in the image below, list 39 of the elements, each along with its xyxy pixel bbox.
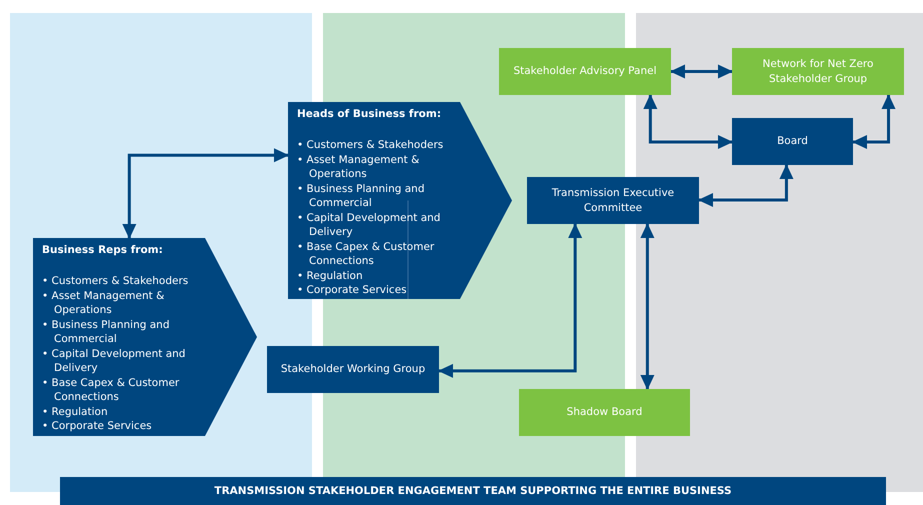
box-label: Stakeholder Advisory Panel — [513, 64, 657, 79]
box-label: Board — [777, 134, 808, 149]
org-box — [519, 389, 690, 436]
connector-arrow — [122, 148, 289, 239]
list-item: • Capital Development and Delivery — [296, 210, 442, 240]
org-box — [527, 177, 699, 224]
org-box — [732, 118, 853, 165]
banner — [60, 477, 886, 505]
org-box — [499, 48, 671, 95]
org-box — [267, 346, 439, 393]
box-label: Network for Net Zero Stakeholder Group — [762, 57, 874, 86]
connector-arrow — [852, 94, 896, 149]
list-item: • Asset Management & Operations — [41, 288, 166, 318]
org-box — [732, 48, 904, 95]
box-label: Transmission Executive Committee — [550, 186, 676, 215]
list-item: • Business Planning and Commercial — [41, 318, 170, 346]
connector-arrow — [670, 64, 733, 78]
box-label: Stakeholder Working Group — [280, 362, 426, 377]
list-item: • Capital Development and Delivery — [41, 346, 186, 376]
connector-arrow — [438, 223, 582, 378]
banner-text: TRANSMISSION STAKEHOLDER ENGAGEMENT TEAM SUPPORTING THE ENTIRE BUSINESS — [214, 484, 732, 498]
list-item: • Corporate Services — [41, 419, 153, 434]
connector-arrow — [698, 164, 794, 208]
list-item: • Base Capex & Customer Connections — [296, 240, 436, 268]
list-item: • Regulation — [296, 268, 364, 283]
list-item: • Business Planning and Commercial — [296, 182, 426, 210]
list-item: • Base Capex & Customer Connections — [41, 376, 180, 404]
connector-arrow — [643, 94, 733, 149]
box-heading: Heads of Business from: — [297, 108, 442, 120]
connector-arrow — [640, 223, 654, 390]
list-item: • Asset Management & Operations — [296, 152, 420, 182]
box-label: Shadow Board — [566, 405, 642, 420]
list-item: • Customers & Stakehoders — [41, 274, 190, 288]
list-item: • Corporate Services — [296, 283, 408, 298]
list-item: • Customers & Stakehoders — [296, 138, 444, 152]
chevron-box — [288, 102, 512, 299]
list-item: • Regulation — [41, 404, 109, 419]
chevron-box — [33, 238, 257, 436]
box-heading: Business Reps from: — [42, 244, 164, 256]
